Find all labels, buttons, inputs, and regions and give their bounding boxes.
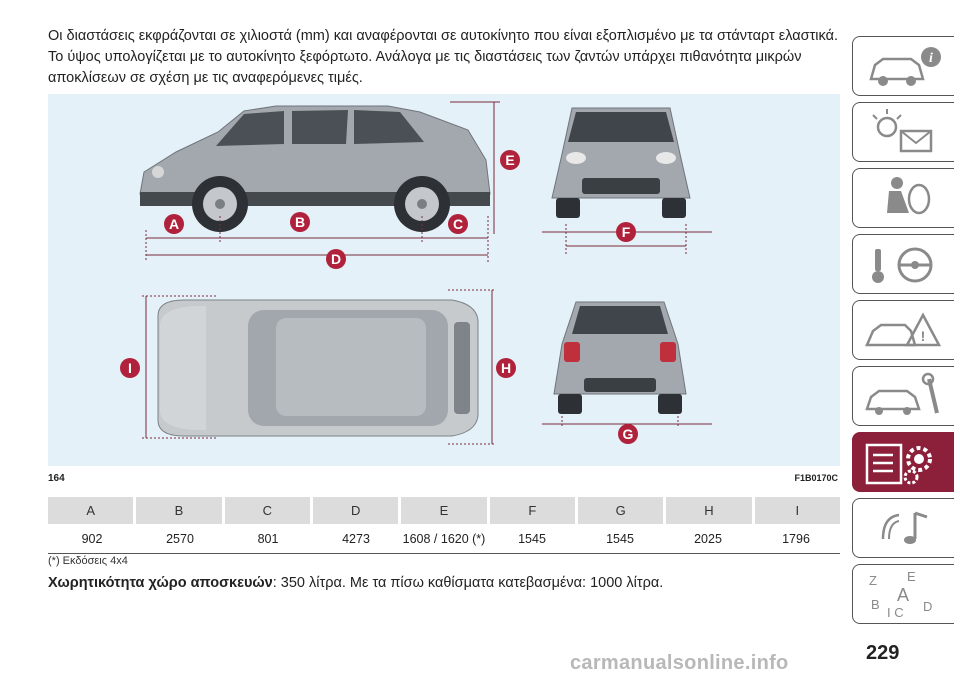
table-cell: 902 [81,531,103,546]
intro-text: Οι διαστάσεις εκφράζονται σε χιλιοστά (m… [48,26,838,89]
svg-text:B: B [871,597,880,612]
badge-c: C [448,214,468,234]
maintenance-tab[interactable] [852,366,954,426]
badge-d-label: D [331,251,341,267]
svg-text:Z: Z [869,573,877,588]
car-wrench-icon [865,372,939,415]
svg-text:i: i [929,51,933,66]
badge-i-label: I [128,360,132,376]
alphabet-index-icon: Z E B A D I C [869,569,932,620]
car-dimension-drawing: A B C D E F G H [120,101,712,445]
figure-page-ref: 164 [48,473,65,484]
list-gear-icon [865,443,932,485]
table-header-cell: E [401,497,487,524]
multimedia-tab[interactable] [852,498,954,558]
index-tab[interactable]: Z E B A D I C [852,564,954,624]
car-warning-triangle-icon: ! [865,312,942,347]
warning-lights-tab[interactable] [852,102,954,162]
badge-f-label: F [622,224,631,240]
page-number: 229 [866,642,900,664]
badge-b: B [290,212,310,232]
table-cell: 1545 [606,531,634,546]
badge-e: E [500,150,520,170]
key-steering-wheel-icon [872,247,933,283]
badge-g-label: G [623,426,634,442]
table-header-cell: G [577,497,664,524]
luggage-capacity: Χωρητικότητα χώρο αποσκευών: 350 λίτρα. … [48,575,663,591]
emergency-tab[interactable]: ! [852,300,954,360]
table-header-cell: C [224,497,310,524]
car-top-view [157,299,479,437]
footnote: (*) Εκδόσεις 4x4 [48,555,128,567]
table-header-cell: F [489,497,575,524]
badge-a: A [164,214,184,234]
table-cell: 1796 [782,531,810,546]
table-cell: 801 [257,531,279,546]
luggage-capacity-text: : 350 λίτρα. Με τα πίσω καθίσματα κατεβα… [272,575,664,591]
side-dimension-lines [145,101,500,262]
warning-light-message-icon [872,109,933,153]
badge-h: H [496,358,516,378]
svg-text:E: E [907,569,916,584]
svg-text:!: ! [921,328,926,344]
safety-tab[interactable] [852,168,954,228]
badge-e-label: E [505,152,514,168]
top-dimension-lines [142,289,496,445]
badge-a-label: A [169,216,179,232]
svg-text:D: D [923,599,932,614]
table-cell: 2570 [166,531,194,546]
table-header-cell: I [754,497,840,524]
dimensions-table: A B C D E F G H I 902 2570 801 4273 1608… [48,497,840,554]
table-row: 902 2570 801 4273 1608 / 1620 (*) 1545 1… [48,524,840,554]
badge-b-label: B [295,214,305,230]
table-cell: 1608 / 1620 (*) [402,531,486,546]
music-note-icon [881,511,928,544]
car-side-view [139,105,491,232]
badge-f: F [616,222,636,242]
table-cell: 2025 [694,531,722,546]
intro-line-2: Το ύψος υπολογίζεται με το αυτοκίνητο ξε… [48,49,802,65]
badge-i: I [120,358,140,378]
table-header-cell: A [48,497,134,524]
badge-g: G [618,424,638,444]
table-header-cell: D [312,497,399,524]
table-header-row: A B C D E F G H I [48,497,840,524]
svg-text:I C: I C [887,605,904,620]
table-header-cell: H [666,497,752,524]
intro-line-3: αποκλίσεων σε σχέση με τις αναφερόμενες … [48,70,363,86]
badge-h-label: H [501,360,511,376]
starting-driving-tab[interactable] [852,234,954,294]
luggage-capacity-label: Χωρητικότητα χώρο αποσκευών [48,575,273,591]
car-rear-view [553,301,687,414]
technical-data-tab[interactable] [852,432,954,492]
badge-d: D [326,249,346,269]
dimensions-figure: A B C D E F G H [48,94,840,466]
car-info-icon: i [869,47,941,86]
svg-text:A: A [897,585,909,605]
table-header-cell: B [136,497,222,524]
figure-code: F1B0170C [794,473,838,483]
seat-airbag-icon [887,177,931,215]
table-cell: 4273 [342,531,370,546]
rear-dimension-lines [542,416,712,428]
car-info-tab[interactable]: i [852,36,954,96]
badge-c-label: C [453,216,463,232]
car-front-view [551,107,691,218]
watermark: carmanualsonline.info [570,652,789,674]
table-cell: 1545 [518,531,546,546]
intro-line-1: Οι διαστάσεις εκφράζονται σε χιλιοστά (m… [48,28,839,44]
